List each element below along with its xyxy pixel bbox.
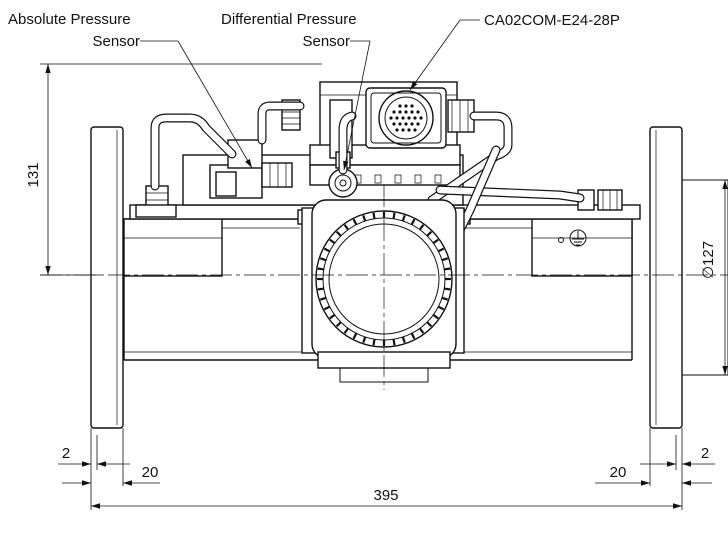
clamp-tooth <box>372 212 376 219</box>
connector-pin <box>392 122 396 126</box>
leader-lines <box>140 19 480 171</box>
differential-sensor-label: Differential Pressure <box>221 11 357 28</box>
clamp-tooth <box>362 214 367 222</box>
left-flange <box>90 126 124 429</box>
clamp-tooth <box>343 224 350 231</box>
connector-pin <box>410 122 414 126</box>
connector-pin <box>395 116 399 120</box>
clamp-tooth <box>432 238 439 245</box>
left-gap-dimension: 2 <box>62 445 70 462</box>
clamp-tooth <box>319 296 327 301</box>
connector-pin <box>398 104 402 108</box>
clamp-tooth <box>362 336 367 344</box>
connector-pin <box>413 116 417 120</box>
connector-pin <box>404 110 408 114</box>
left-flange-dimension: 20 <box>142 464 159 481</box>
clamp-tooth <box>392 212 396 219</box>
clamp-tooth <box>444 267 451 271</box>
connector-pin <box>413 128 417 132</box>
absolute-sensor-label: Sensor <box>92 33 140 50</box>
differential-sensor-label: Sensor <box>302 33 350 50</box>
clamp-tooth <box>418 224 425 231</box>
connector-pin <box>410 110 414 114</box>
clamp-tooth <box>317 267 324 271</box>
circular-connector <box>365 87 447 149</box>
connector-label: CA02COM-E24-28P <box>484 12 620 29</box>
clamp-tooth <box>329 238 336 245</box>
clamp-tooth <box>335 321 342 328</box>
connector-pin <box>392 110 396 114</box>
callout-labels: Absolute Pressure Sensor Differential Pr… <box>8 11 620 50</box>
clamp-tooth <box>441 296 449 301</box>
absolute-sensor-label: Absolute Pressure <box>8 11 131 28</box>
center-lines <box>40 185 728 390</box>
clamp-tooth <box>317 287 324 291</box>
right-pipe-block <box>531 218 633 277</box>
clamp-tooth <box>426 230 433 237</box>
connector-pin <box>398 110 402 114</box>
right-flange-dimension: 20 <box>610 464 627 481</box>
connector-pin <box>398 122 402 126</box>
clamp-tooth <box>343 327 350 334</box>
ground-icon <box>569 229 587 247</box>
connector-pin <box>410 104 414 108</box>
connector-pin <box>404 122 408 126</box>
clamp-tooth <box>432 313 439 320</box>
connector-pins <box>389 104 423 132</box>
connector-pin <box>407 116 411 120</box>
clamp-tooth <box>437 247 445 253</box>
clamp-tooth <box>352 332 358 340</box>
connector-pin <box>389 116 393 120</box>
clamp-tooth <box>410 218 416 226</box>
diameter-dimension: ∅127 <box>700 241 717 279</box>
clamp-tooth <box>323 247 331 253</box>
left-pipe-block <box>123 218 223 277</box>
clamp-tooth <box>410 332 416 340</box>
height-dimension: 131 <box>25 162 42 187</box>
connector-pin <box>419 116 423 120</box>
overall-length-dimension: 395 <box>373 487 398 504</box>
connector-pin <box>395 128 399 132</box>
clamp-tooth <box>372 339 376 346</box>
clamp-tooth <box>352 218 358 226</box>
dimension-labels: 131 ∅127 2 2 20 20 395 <box>25 162 717 504</box>
clamp-tooth <box>418 327 425 334</box>
clamp-tooth <box>335 230 342 237</box>
clamp-tooth <box>426 321 433 328</box>
clamp-ring-teeth <box>317 212 451 346</box>
connector-pin <box>416 122 420 126</box>
clamp-tooth <box>437 305 445 311</box>
connector-pin <box>416 110 420 114</box>
clamp-tooth <box>401 214 406 222</box>
clamp-tooth <box>329 313 336 320</box>
connector-pin <box>401 116 405 120</box>
connector-pin <box>407 128 411 132</box>
connector-pin <box>404 104 408 108</box>
clamp-tooth <box>392 339 396 346</box>
connector-pin <box>401 128 405 132</box>
right-gap-dimension: 2 <box>701 445 709 462</box>
dimension-lines <box>40 63 728 510</box>
clamp-tooth <box>444 287 451 291</box>
clamp-tooth <box>441 257 449 262</box>
centre-body <box>301 199 465 383</box>
clamp-tooth <box>319 257 327 262</box>
clamp-tooth <box>401 336 406 344</box>
clamp-tooth <box>323 305 331 311</box>
